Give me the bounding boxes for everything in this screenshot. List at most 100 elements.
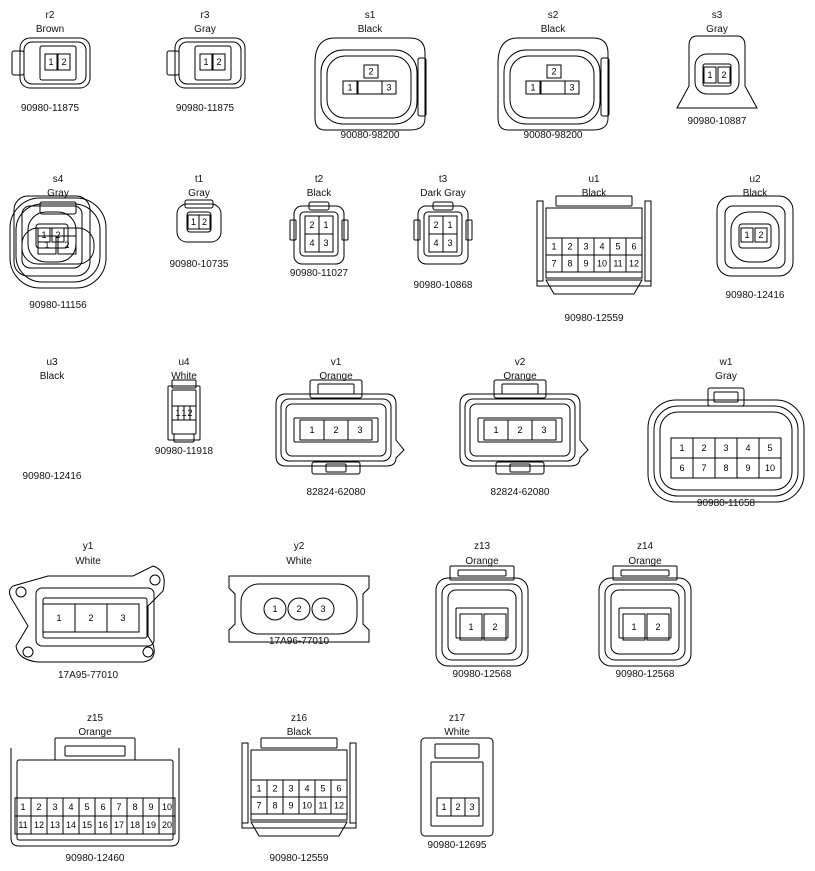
pin-number: 4 [68,802,73,812]
pin-cell: 3 [311,597,335,621]
pin-number: 1 [203,57,208,67]
pin-cell: 2 [183,405,197,421]
pin-number: 3 [323,238,328,248]
pin-number: 3 [469,802,474,812]
pin-cell: 1 [525,80,541,95]
connector-part-number: 82824-62080 [306,487,366,498]
pin-cell: 2 [363,64,379,79]
connector-id: v1 [330,357,342,368]
connector-color: Black [540,24,566,35]
pin-number: 1 [20,802,25,812]
connector-id: s4 [52,174,64,185]
pin-number: 4 [745,443,750,453]
pin-number: 2 [701,443,706,453]
pin-number: 2 [567,242,572,252]
pin-cell: 2 [646,613,670,641]
pin-cell: 3 [347,419,373,441]
pin-number: 9 [148,802,153,812]
pin-cell: 3 [464,797,480,817]
pin-cell: 2 [212,53,226,71]
pin-number: 5 [767,443,772,453]
pin-number: 1 [272,604,277,614]
connector-part-number: 90980-11027 [289,268,349,279]
connector-part-number: 90980-12559 [564,313,624,324]
pin-number: 3 [723,443,728,453]
pin-cell: 1 [342,80,358,95]
connector-part-number: 90980-12416 [725,290,785,301]
pin-cell: 1 [703,66,717,84]
pin-number: 1 [347,83,352,93]
connector-id: u2 [749,174,761,185]
pin-number: 6 [631,242,636,252]
pin-cell: 12 [625,254,643,273]
connector-color: White [75,556,101,567]
pin-number: 3 [447,238,452,248]
connector-part-number: 90980-10887 [687,116,747,127]
connector-part-number: 17A96-77010 [268,636,330,647]
pin-number: 10 [597,259,607,269]
pin-number: 2 [61,57,66,67]
pin-number: 2 [333,425,338,435]
pin-cell: 3 [564,80,580,95]
pin-number: 7 [551,259,556,269]
pin-number: 2 [368,67,373,77]
pin-number: 1 [468,622,473,632]
connector-id: s2 [547,10,559,21]
pin-number: 2 [758,230,763,240]
pin-cell: 20 [158,815,176,835]
connector-id: t3 [438,174,448,185]
pin-number: 4 [304,784,309,794]
pin-number: 12 [629,259,639,269]
pin-cell: 2 [51,227,65,243]
connector-id: u1 [588,174,600,185]
pin-number: 2 [55,230,60,240]
pin-number: 1 [41,230,46,240]
pin-number: 15 [82,820,92,830]
connector-color: Dark Gray [420,188,466,199]
pin-number: 10 [162,802,172,812]
connector-part-number: 90980-10868 [413,280,473,291]
pin-cell: 1 [622,613,646,641]
pin-number: 2 [216,57,221,67]
pin-number: 6 [679,463,684,473]
pin-number: 1 [48,57,53,67]
connector-color: Black [581,188,607,199]
connector-part-number: 90980-11875 [175,103,235,114]
pin-number: 9 [745,463,750,473]
pin-number: 1 [256,784,261,794]
pin-number: 20 [162,820,172,830]
pin-number: 3 [52,802,57,812]
connector-id: z14 [636,541,654,552]
pin-cell: 2 [483,613,507,641]
pin-number: 2 [455,802,460,812]
connector-color: Gray [47,188,69,199]
pin-number: 5 [320,784,325,794]
pin-number: 11 [18,820,27,830]
pin-number: 2 [202,217,207,227]
connector-color: Brown [35,24,65,35]
pin-number: 1 [441,802,446,812]
pin-number: 13 [50,820,60,830]
connector-part-number: 90080-98200 [523,130,583,141]
pin-number: 3 [288,784,293,794]
pin-number: 18 [130,820,140,830]
connector-id: u3 [46,357,58,368]
connector-id: s1 [364,10,376,21]
connector-id: z17 [448,713,466,724]
connector-color: White [286,556,312,567]
pin-number: 1 [679,443,684,453]
connector-color: Black [39,371,65,382]
pin-number: 2 [492,622,497,632]
pin-number: 2 [655,622,660,632]
connector-color: Gray [706,24,728,35]
pin-number: 2 [296,604,301,614]
pin-number: 8 [272,801,277,811]
